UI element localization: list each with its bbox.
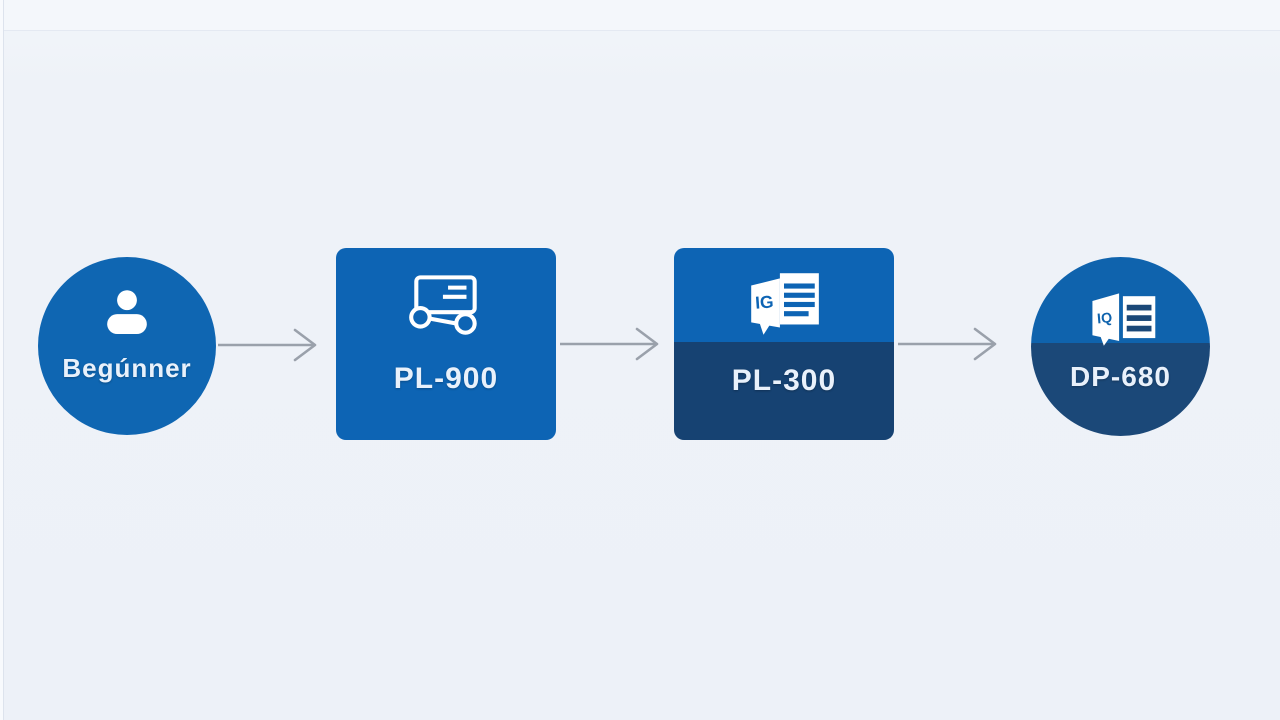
arrow-right-icon bbox=[558, 322, 662, 366]
report-document-icon: IG bbox=[743, 270, 825, 340]
node-label: DP-680 bbox=[1070, 361, 1171, 392]
certificate-workflow-icon bbox=[403, 272, 489, 336]
node-pl-300: IG PL-300 bbox=[674, 248, 894, 440]
icon-glyph-text: IG bbox=[754, 291, 774, 312]
arrow-right-icon bbox=[896, 322, 1000, 366]
node-label: Begúnner bbox=[62, 353, 192, 383]
left-edge-line bbox=[0, 0, 4, 720]
icon-glyph-text: IQ bbox=[1096, 310, 1112, 327]
node-label: PL-300 bbox=[731, 364, 837, 397]
arrow-right-icon bbox=[216, 323, 320, 367]
folded-report-document-icon: IQ bbox=[1081, 289, 1161, 351]
node-pl-900: PL-900 bbox=[336, 248, 556, 440]
top-band bbox=[0, 0, 1280, 31]
node-dp-600: IQ DP-680 bbox=[1031, 257, 1210, 436]
node-beginner: Begúnner bbox=[38, 257, 216, 435]
person-icon bbox=[99, 285, 155, 341]
node-label: PL-900 bbox=[393, 362, 499, 395]
